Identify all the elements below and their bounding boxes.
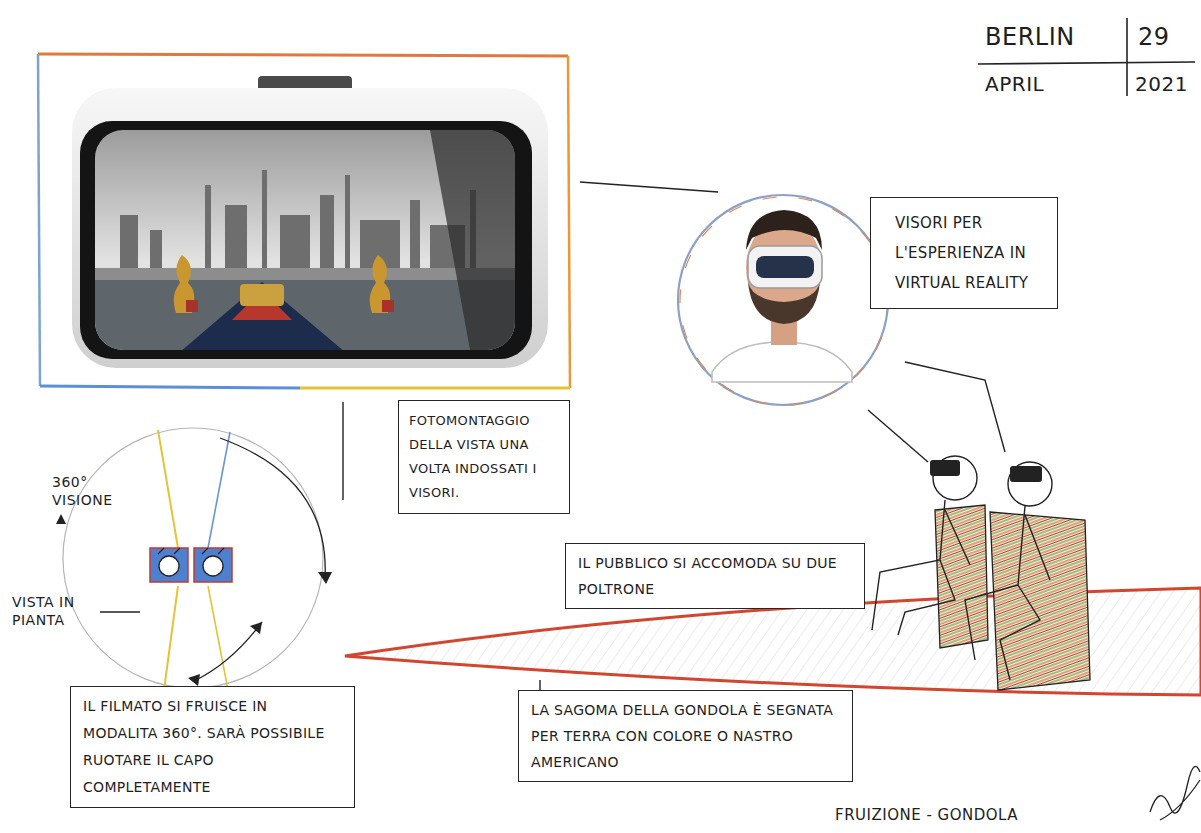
note-text: VISORI PER L'ESPERIENZA IN VIRTUAL REALI… xyxy=(895,208,1047,298)
note-text: FOTOMONTAGGIO DELLA VISTA UNA VOLTA INDO… xyxy=(409,409,559,505)
header-text: BERLIN xyxy=(985,22,1121,52)
note-box: VISORI PER L'ESPERIENZA IN VIRTUAL REALI… xyxy=(870,197,1058,309)
note-text: IL PUBBLICO SI ACCOMODA SU DUE POLTRONE xyxy=(578,550,852,602)
note-box: FOTOMONTAGGIO DELLA VISTA UNA VOLTA INDO… xyxy=(398,400,570,514)
sheet-title: FRUIZIONE - GONDOLA xyxy=(835,806,1065,825)
header-text: 29 xyxy=(1138,22,1193,52)
view-label: 360° VISIONE xyxy=(52,474,124,509)
note-box: IL FILMATO SI FRUISCE IN MODALITA 360°. … xyxy=(70,686,355,808)
header-text: APRIL xyxy=(985,72,1121,97)
view-label: VISTA IN PIANTA xyxy=(12,594,102,629)
note-box: IL PUBBLICO SI ACCOMODA SU DUE POLTRONE xyxy=(565,543,865,609)
note-text: IL FILMATO SI FRUISCE IN MODALITA 360°. … xyxy=(83,693,342,801)
note-text: LA SAGOMA DELLA GONDOLA È SEGNATA PER TE… xyxy=(531,697,840,775)
header-text: 2021 xyxy=(1135,72,1197,97)
note-box: LA SAGOMA DELLA GONDOLA È SEGNATA PER TE… xyxy=(518,690,853,782)
